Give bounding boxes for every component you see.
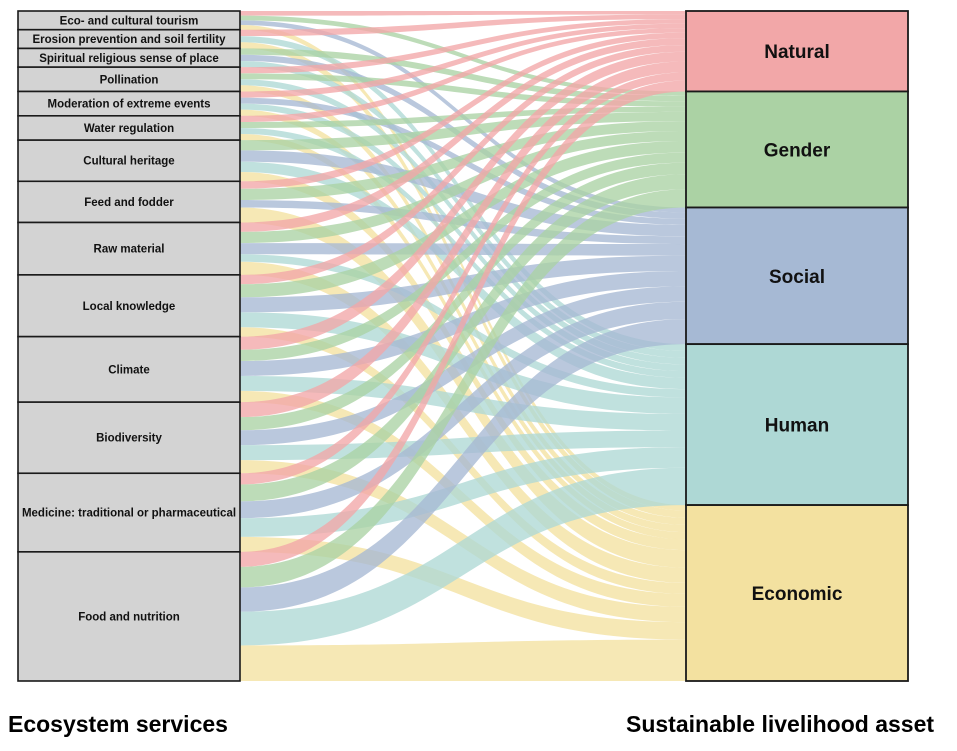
flow-water-to-natural [240, 28, 686, 122]
source-node-local-knowledge: Local knowledge [17, 274, 241, 338]
target-node-box [685, 90, 909, 209]
flow-medicine-to-gender [240, 174, 686, 502]
source-node-label: Feed and fodder [84, 197, 174, 209]
flow-medicine-to-economic [240, 536, 686, 640]
flow-local-knowledge-to-natural [240, 44, 686, 285]
source-node-label: Biodiversity [96, 433, 162, 445]
target-node-gender: Gender [685, 90, 909, 209]
flow-climate-to-gender [240, 152, 686, 361]
flow-biodiversity-to-natural [240, 61, 686, 418]
target-node-label: Social [769, 267, 825, 288]
source-node-box [17, 335, 241, 403]
source-node-raw-material: Raw material [17, 221, 241, 276]
flow-cultural-heritage-to-social [240, 150, 686, 237]
flow-eco-tourism-to-gender [240, 15, 686, 96]
flow-eco-tourism-to-natural [240, 11, 686, 16]
target-node-label: Economic [752, 584, 843, 605]
flow-erosion-to-natural [240, 14, 686, 37]
source-node-box [17, 66, 241, 93]
flow-links [240, 11, 686, 681]
target-node-box [685, 206, 909, 346]
source-node-label: Erosion prevention and soil fertility [33, 34, 227, 46]
source-node-box [17, 551, 241, 682]
source-node-feed: Feed and fodder [17, 180, 241, 224]
source-node-extreme-events: Moderation of extreme events [17, 90, 241, 117]
flow-biodiversity-to-social [240, 286, 686, 446]
source-node-water: Water regulation [17, 115, 241, 141]
flow-raw-material-to-economic [240, 261, 686, 583]
source-node-box [17, 274, 241, 338]
source-node-label: Local knowledge [83, 301, 176, 313]
source-node-box [17, 139, 241, 183]
flow-pollination-to-natural [240, 19, 686, 74]
flow-feed-to-natural [240, 32, 686, 189]
target-node-box [685, 504, 909, 682]
flow-biodiversity-to-gender [240, 162, 686, 431]
source-node-label: Spiritual religious sense of place [39, 53, 219, 65]
target-node-economic: Economic [685, 504, 909, 682]
source-node-label: Moderation of extreme events [48, 99, 211, 111]
flow-water-to-gender [240, 106, 686, 128]
source-node-label: Eco- and cultural tourism [60, 15, 199, 27]
source-node-eco-tourism: Eco- and cultural tourism [17, 10, 241, 31]
ecosystem-services-label: Ecosystem services [8, 711, 228, 737]
source-node-biodiversity: Biodiversity [17, 401, 241, 475]
source-node-label: Water regulation [84, 123, 174, 135]
flow-pollination-to-gender [240, 73, 686, 107]
flow-food-to-gender [240, 189, 686, 588]
flow-food-to-economic [240, 639, 686, 681]
source-node-erosion: Erosion prevention and soil fertility [17, 28, 241, 50]
source-node-food: Food and nutrition [17, 551, 241, 682]
flow-eco-tourism-to-economic [240, 25, 686, 511]
source-node-label: Medicine: traditional or pharmaceutical [22, 508, 236, 520]
target-node-label: Gender [764, 140, 831, 161]
source-node-cultural-heritage: Cultural heritage [17, 139, 241, 183]
source-node-box [17, 115, 241, 141]
source-node-label: Cultural heritage [83, 156, 174, 168]
source-node-label: Food and nutrition [78, 611, 180, 623]
source-node-label: Raw material [94, 244, 165, 256]
source-node-box [17, 401, 241, 475]
flow-raw-material-to-natural [240, 38, 686, 232]
flow-food-to-social [240, 319, 686, 612]
source-node-label: Climate [108, 364, 150, 376]
source-node-climate: Climate [17, 335, 241, 403]
target-node-social: Social [685, 206, 909, 346]
livelihood-assets-label: Sustainable livelihood asset [626, 711, 935, 737]
target-node-box [685, 10, 909, 93]
source-node-label: Pollination [100, 74, 159, 86]
flow-medicine-to-social [240, 301, 686, 519]
flow-medicine-to-natural [240, 72, 686, 485]
source-node-spiritual: Spiritual religious sense of place [17, 47, 241, 68]
flow-climate-to-natural [240, 51, 686, 350]
flow-raw-material-to-gender [240, 131, 686, 244]
target-node-natural: Natural [685, 10, 909, 93]
flow-spiritual-to-human [240, 60, 686, 358]
flow-extreme-events-to-natural [240, 23, 686, 98]
flow-local-knowledge-to-social [240, 255, 686, 313]
source-node-box [17, 472, 241, 553]
source-node-medicine: Medicine: traditional or pharmaceutical [17, 472, 241, 553]
flow-food-to-natural [240, 80, 686, 567]
flow-food-to-human [240, 467, 686, 646]
target-node-human: Human [685, 343, 909, 506]
flow-local-knowledge-to-gender [240, 141, 686, 298]
source-node-pollination: Pollination [17, 66, 241, 93]
target-node-label: Natural [764, 42, 829, 63]
flow-pollination-to-economic [240, 85, 686, 525]
target-node-label: Human [765, 416, 829, 437]
